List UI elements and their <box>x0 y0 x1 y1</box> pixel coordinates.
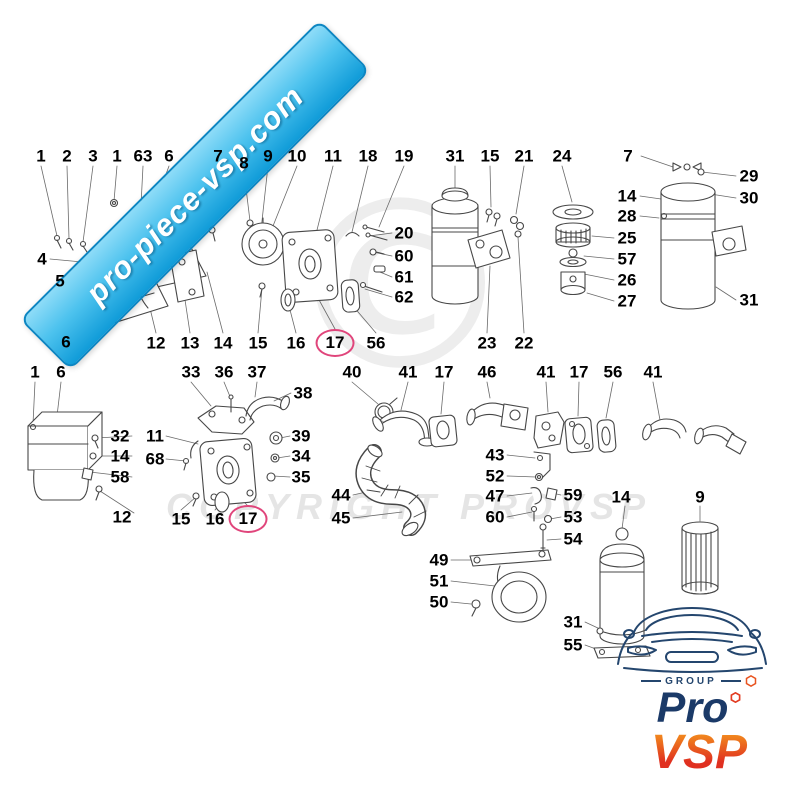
exhaust-shield <box>469 549 552 623</box>
hexagon-icon <box>745 675 757 688</box>
logo-group-label: GROUP <box>665 675 717 687</box>
muffler-plate-1 <box>258 229 361 313</box>
filter-cartridge <box>681 521 719 595</box>
logo-brand-vsp: VSP <box>624 728 774 776</box>
intake-elbow <box>372 397 529 448</box>
logo-brand-top-row: Pro <box>624 684 774 733</box>
bracket-and-duct <box>197 394 291 435</box>
filter-stack <box>552 204 594 296</box>
provsp-logo: GROUP Pro VSP <box>624 675 774 776</box>
support-plates-right <box>533 411 747 455</box>
bracket-hardware <box>530 451 558 559</box>
air-box <box>27 411 103 501</box>
air-cleaner-2 <box>593 527 651 659</box>
hexagon-dot-icon <box>730 692 741 704</box>
logo-group-row: GROUP <box>624 675 774 688</box>
logo-divider-left <box>641 680 662 683</box>
air-cleaner-assembly <box>660 162 747 310</box>
logo-brand-pro: Pro <box>656 684 729 733</box>
car-sketch-icon <box>617 607 767 673</box>
muffler-canister <box>431 187 525 305</box>
muffler-plate-2 <box>182 431 283 513</box>
s-hose <box>355 444 427 537</box>
small-hardware-1 <box>345 224 388 293</box>
logo-divider-right <box>720 680 741 683</box>
